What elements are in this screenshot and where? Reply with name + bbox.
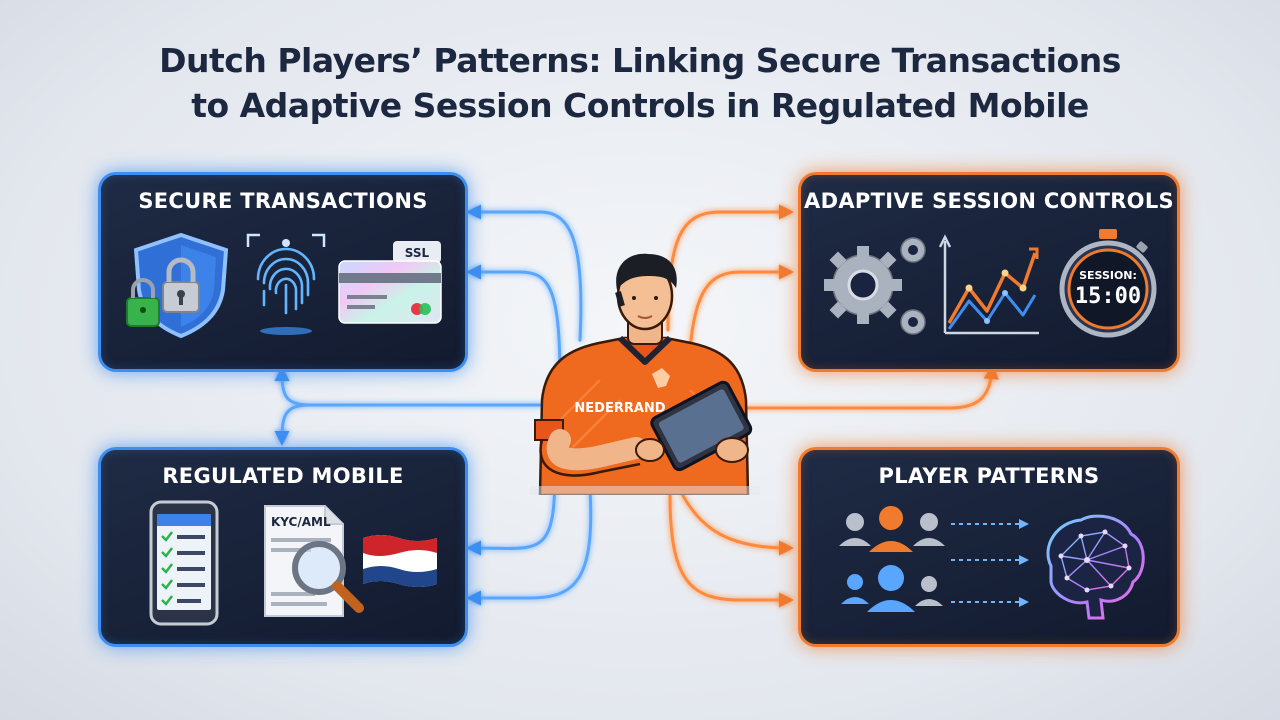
connector-orange-3 bbox=[743, 364, 999, 410]
title-line-2: to Adaptive Session Controls in Regulate… bbox=[191, 86, 1089, 125]
panel-adaptive-session-controls: ADAPTIVE SESSION CONTROLS SE bbox=[798, 172, 1180, 372]
fingerprint-icon bbox=[246, 233, 326, 335]
lock-shield-icon bbox=[126, 232, 229, 339]
shirt-text: NEDERRAND bbox=[574, 401, 665, 416]
magnifier-icon bbox=[292, 541, 364, 613]
connector-orange-5 bbox=[668, 493, 794, 608]
panel-secure-transactions: SECURE TRANSACTIONS SSL bbox=[98, 172, 468, 372]
brain-network-icon bbox=[1046, 514, 1145, 620]
connector-blue-6 bbox=[466, 488, 593, 606]
gears-icon bbox=[824, 237, 926, 335]
phone-checklist-icon bbox=[149, 500, 219, 626]
connector-blue-1 bbox=[466, 204, 583, 342]
timer-label: SESSION: bbox=[1079, 269, 1137, 282]
page-title: Dutch Players’ Patterns: Linking Secure … bbox=[0, 38, 1280, 128]
trend-chart-icon bbox=[939, 234, 1039, 335]
connector-orange-2 bbox=[688, 264, 794, 352]
panel-title: SECURE TRANSACTIONS bbox=[138, 189, 428, 213]
timer-value: 15:00 bbox=[1075, 284, 1141, 309]
panel-player-patterns: PLAYER PATTERNS bbox=[798, 447, 1180, 647]
connector-blue-3 bbox=[274, 366, 547, 407]
ssl-badge: SSL bbox=[405, 246, 430, 260]
credit-card-icon: SSL bbox=[338, 241, 442, 324]
kyc-label: KYC/AML bbox=[271, 515, 331, 529]
panel-title: REGULATED MOBILE bbox=[162, 464, 404, 488]
panel-title: PLAYER PATTERNS bbox=[878, 464, 1100, 488]
panel-title: ADAPTIVE SESSION CONTROLS bbox=[804, 189, 1174, 213]
connector-blue-4 bbox=[274, 403, 547, 446]
dutch-player-figure: NEDERRAND bbox=[530, 253, 760, 495]
connector-blue-5 bbox=[466, 468, 557, 556]
stopwatch-icon: SESSION: 15:00 bbox=[1059, 229, 1157, 338]
title-line-1: Dutch Players’ Patterns: Linking Secure … bbox=[159, 41, 1121, 80]
netherlands-flag-icon bbox=[363, 535, 437, 587]
connector-blue-2 bbox=[466, 264, 562, 382]
user-group-icon bbox=[839, 506, 1029, 612]
connector-orange-4 bbox=[678, 488, 794, 556]
panel-regulated-mobile: REGULATED MOBILE KYC/AML bbox=[98, 447, 468, 647]
